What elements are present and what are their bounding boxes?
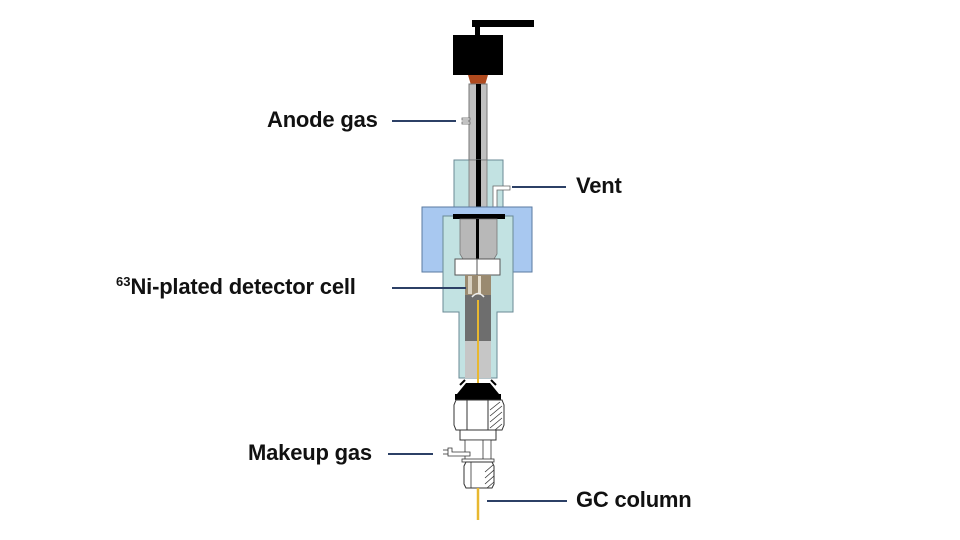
- vent-leader: [512, 186, 566, 188]
- ferrule: [457, 383, 499, 394]
- anode-gas-inlet-2: [461, 121, 471, 125]
- connector-block: [453, 35, 503, 75]
- upper-electrode-section: [476, 160, 481, 218]
- sealing-washer: [453, 214, 505, 219]
- detector-cell-label: 63Ni-plated detector cell: [116, 274, 356, 302]
- gc-column-leader: [487, 500, 567, 502]
- vent-text: Vent: [576, 173, 622, 198]
- anode-gas-inlet: [461, 117, 471, 121]
- column-nut: [463, 461, 495, 489]
- insulator-tip: [468, 75, 488, 85]
- makeup-gas-text: Makeup gas: [248, 440, 372, 465]
- fitting-collar: [459, 429, 497, 441]
- makeup-gas-leader: [388, 453, 433, 455]
- connector-stem: [475, 20, 480, 36]
- lower-electrode: [476, 219, 479, 259]
- connector-arm: [472, 20, 534, 27]
- makeup-gas-label: Makeup gas: [248, 441, 372, 465]
- anode-gas-label: Anode gas: [267, 108, 378, 132]
- gc-column-text: GC column: [576, 487, 692, 512]
- top-electrode-connector: [453, 20, 534, 85]
- detector-cell-leader: [392, 287, 466, 289]
- column-fitting: [443, 394, 505, 489]
- gc-column-label: GC column: [576, 488, 692, 512]
- vent-label: Vent: [576, 174, 622, 198]
- detector-cell-text: Ni-plated detector cell: [130, 274, 356, 299]
- thread-hatching: [489, 401, 503, 431]
- anode-gas-text: Anode gas: [267, 107, 378, 132]
- makeup-gas-inlet: [447, 447, 471, 457]
- makeup-tee: [464, 439, 492, 461]
- anode-gas-leader: [392, 120, 456, 122]
- isotope-superscript: 63: [116, 274, 131, 289]
